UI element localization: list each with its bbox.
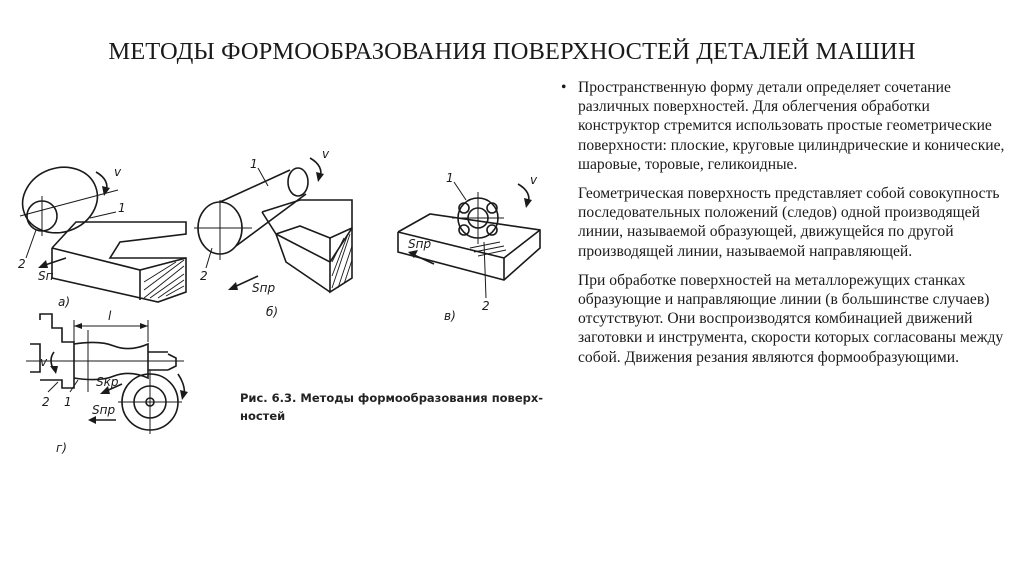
forming-methods-figure: v 1 2 Sп а) xyxy=(0,130,556,470)
paragraph-text: Геометрическая поверхность представляет … xyxy=(578,185,1000,260)
bullet-item: Геометрическая поверхность представляет … xyxy=(556,184,1012,261)
velocity-label-g: v xyxy=(40,355,48,369)
velocity-label-v: v xyxy=(530,173,538,187)
slide-title: МЕТОДЫ ФОРМООБРАЗОВАНИЯ ПОВЕРХНОСТЕЙ ДЕТ… xyxy=(108,38,916,65)
figure-caption-line2: ностей xyxy=(240,409,285,423)
sublabel-g: г) xyxy=(56,441,67,455)
bullet-item: • Пространственную форму детали определя… xyxy=(556,78,1012,174)
label-1-b: 1 xyxy=(250,157,258,171)
label-1-a: 1 xyxy=(118,201,126,215)
feed-label-v: Sпр xyxy=(408,237,431,251)
label-1-g: 1 xyxy=(64,395,72,409)
length-label: l xyxy=(108,309,112,323)
label-2-b: 2 xyxy=(200,269,208,283)
figure-drawing: v 1 2 Sп а) xyxy=(18,147,543,455)
paragraph-text: При обработке поверхностей на металлореж… xyxy=(578,271,1004,366)
diagram-g: l v Sкр Sпр 2 1 г) xyxy=(26,309,188,455)
label-2-a: 2 xyxy=(18,257,26,271)
paragraph-text: Пространственную форму детали определяет… xyxy=(578,79,1005,173)
sublabel-a: а) xyxy=(58,295,70,309)
figure-caption-line1: Рис. 6.3. Методы формообразования поверх… xyxy=(240,391,543,405)
feed-label-b: Sпр xyxy=(252,281,275,295)
feed-label-a: Sп xyxy=(38,269,54,283)
bullet-list: • Пространственную форму детали определя… xyxy=(556,78,1012,377)
velocity-label-b: v xyxy=(322,147,330,161)
sublabel-b: б) xyxy=(266,305,278,319)
diagram-v: v 1 2 Sпр в) xyxy=(397,171,541,323)
diagram-a: v 1 2 Sп а) xyxy=(18,165,187,309)
bullet-item: При обработке поверхностей на металлореж… xyxy=(556,271,1012,367)
label-2-v: 2 xyxy=(482,299,490,313)
label-2-g: 2 xyxy=(42,395,50,409)
label-1-v: 1 xyxy=(446,171,454,185)
velocity-label-a: v xyxy=(114,165,122,179)
bullet-marker: • xyxy=(561,79,567,96)
feed-label-skr: Sкр xyxy=(96,375,119,389)
feed-label-g: Sпр xyxy=(92,403,115,417)
sublabel-v: в) xyxy=(444,309,456,323)
diagram-b: v 1 2 Sпр б) xyxy=(194,147,353,319)
